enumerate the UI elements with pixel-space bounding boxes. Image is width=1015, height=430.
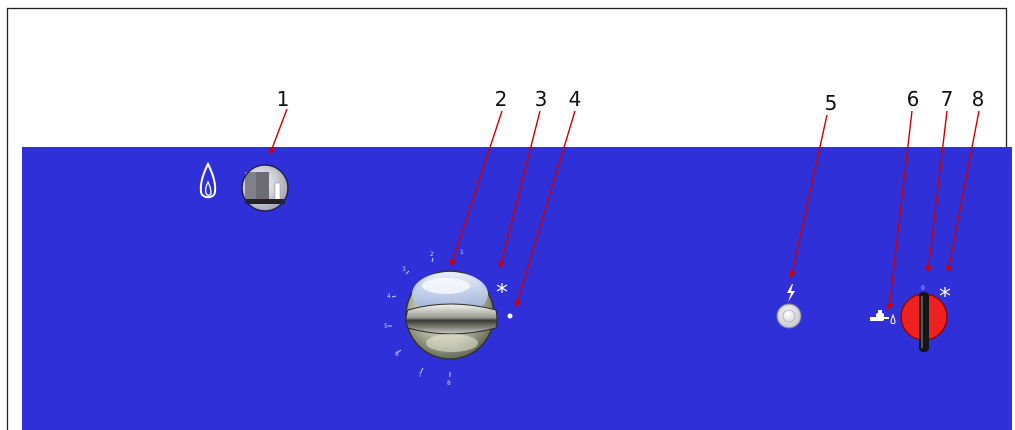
dial-label: 2 [430, 251, 434, 258]
flame-icon [199, 161, 217, 199]
dial-tick [420, 367, 424, 373]
dial-scale: 1 2 3 4 5 6 7 8 [384, 249, 464, 387]
callout-arrow [498, 110, 541, 269]
callout-arrow [268, 108, 288, 155]
callout-arrow [788, 114, 828, 279]
water-tap-icon [870, 310, 896, 324]
steam-icon [496, 283, 508, 293]
dial-label: 1 [460, 249, 464, 256]
lightning-icon [787, 284, 795, 302]
dial-tick [405, 270, 410, 275]
dial-label: 4 [387, 293, 391, 300]
callout-arrow [945, 110, 980, 273]
steam-icon [939, 287, 951, 297]
selector-switch[interactable] [900, 292, 948, 352]
dial-label: 8 [447, 380, 451, 387]
callout-arrow [886, 110, 913, 311]
callout-arrow [449, 110, 503, 267]
ignition-button[interactable] [776, 303, 802, 329]
dial-tick [396, 349, 402, 354]
callout-numbers: 1 2 3 4 5 6 7 8 [277, 87, 985, 115]
callout-8: 8 [972, 87, 985, 111]
pilot-sight-glass [241, 164, 289, 212]
callout-arrow [514, 110, 576, 308]
dial-tick [391, 295, 397, 298]
callout-arrow [925, 110, 948, 273]
callout-4: 4 [569, 87, 582, 111]
callout-2: 2 [495, 87, 508, 111]
control-panel [22, 147, 1012, 430]
dial-label: 7 [418, 372, 422, 379]
dial-label: 6 [395, 351, 399, 358]
temperature-knob[interactable] [405, 270, 498, 360]
callout-1: 1 [277, 87, 290, 111]
switch-zero-label: 0 [921, 285, 925, 292]
dot-icon [507, 313, 513, 319]
callout-3: 3 [535, 87, 548, 111]
dial-label: 3 [402, 266, 406, 273]
callout-6: 6 [907, 87, 920, 111]
dial-label: 5 [384, 323, 388, 330]
leader-arrows [268, 108, 980, 311]
callout-5: 5 [825, 91, 838, 115]
callout-7: 7 [941, 87, 954, 111]
dial-tick [431, 257, 434, 263]
